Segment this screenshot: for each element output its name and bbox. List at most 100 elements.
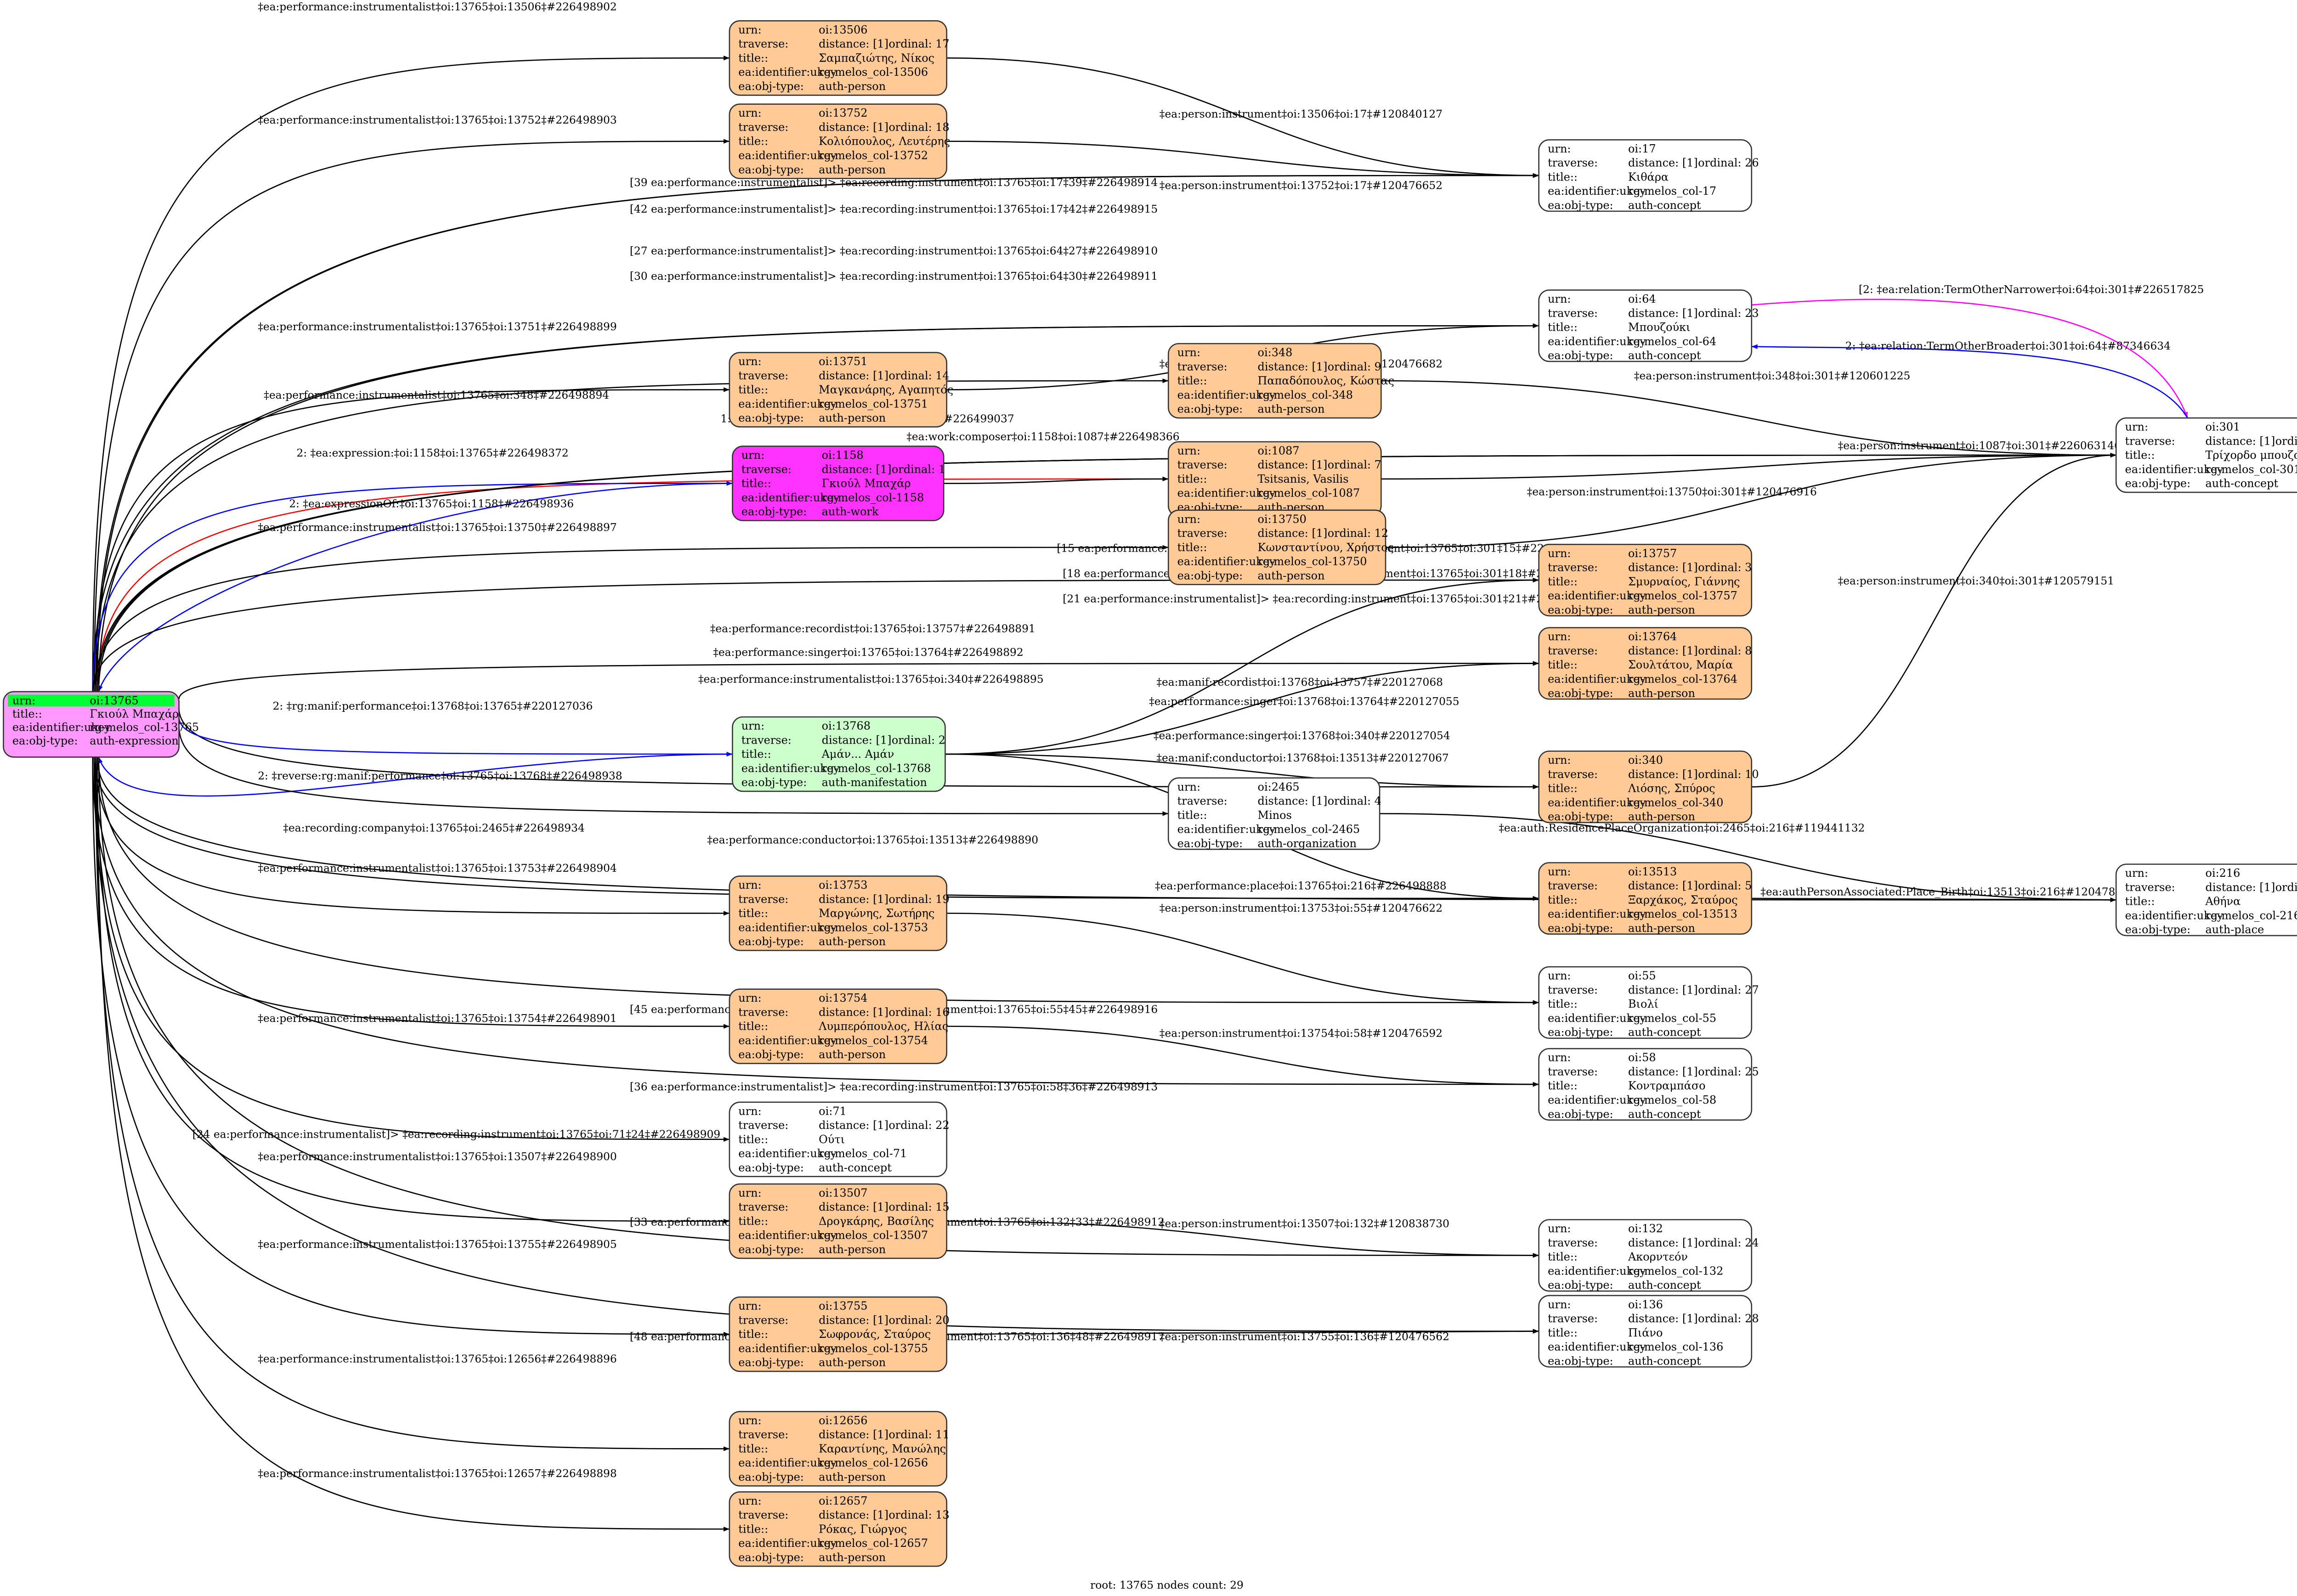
node-field-label-urn: urn: [1548,1222,1571,1235]
node-objtype: auth-person [1628,603,1695,616]
edge-label: ‡ea:performance:recordist‡oi:13765‡oi:13… [710,622,1035,635]
edge-label: ‡ea:performance:instrumentalist‡oi:13765… [258,1238,617,1251]
edge-line [93,757,1539,1334]
node-objtype: auth-concept [1628,349,1701,362]
node-ukey: rg-melos_col-348 [1258,389,1353,401]
node-title: Λυμπερόπουλος, Ηλίας [818,1020,948,1033]
node-urn: oi:132 [1628,1222,1663,1235]
node-field-label-objtype: ea:obj-type: [1548,810,1613,823]
node-field-label-objtype: ea:obj-type: [1177,569,1243,582]
node-field-label-title: title:: [2125,895,2155,908]
edge-label: [24 ea:performance:instrumentalist]> ‡ea… [192,1128,720,1141]
edge-line [178,726,1169,816]
node-title: Σουλτάτου, Μαρία [1628,659,1733,671]
node-objtype: auth-person [1258,569,1325,582]
node-title: Σαμπαζιώτης, Νίκος [819,51,934,64]
node-field-label-ukey: ea:identifier:ukey [1548,1094,1646,1106]
node-objtype: auth-person [819,1471,886,1483]
node-field-label-title: title:: [738,907,768,920]
edge-label: ‡ea:performance:instrumentalist‡oi:13765… [258,1012,617,1025]
node-urn: oi:13752 [819,107,867,119]
node-field-label-ukey: ea:identifier:ukey [2125,909,2223,922]
edge-label: ‡ea:manif:recordist‡oi:13768‡oi:13757‡#2… [1156,676,1443,688]
node-field-label-traverse: traverse: [738,1428,788,1441]
edge-label: ‡ea:person:instrument‡oi:13506‡oi:17‡#12… [1160,108,1443,120]
edge-label: ‡ea:performance:instrumentalist‡oi:13765… [258,321,617,333]
node-objtype: auth-work [822,505,879,518]
node-box [729,1296,947,1372]
edge-label: ‡ea:person:instrument‡oi:13753‡oi:55‡#12… [1160,902,1443,914]
node-field-label-traverse: traverse: [738,121,788,134]
node-objtype: auth-concept [1628,1108,1701,1121]
node-title: Κιθάρα [1628,170,1669,183]
node-field-label-urn: urn: [1177,780,1200,793]
node-ordinal: ordinal: 19 [888,893,949,906]
node-box [1538,750,1753,823]
node-field-label-urn: urn: [2125,421,2148,434]
graph-footer: root: 13765 nodes count: 29 [1090,1579,1244,1591]
node-field-label-objtype: ea:obj-type: [1548,199,1613,212]
node-objtype: auth-person [1258,403,1325,416]
node-urn: oi:58 [1628,1051,1656,1064]
node-field-label-title: title:: [2125,449,2155,462]
node-field-label-title: title:: [1548,170,1578,183]
node-field-label-ukey: ea:identifier:ukey [1548,673,1646,686]
node-box [1538,627,1753,700]
node-field-label-title: title:: [738,1442,768,1455]
node-field-label-ukey: ea:identifier:ukey [1177,555,1276,568]
node-field-label-objtype: ea:obj-type: [2125,477,2191,490]
edge-label: ‡ea:person:instrument‡oi:348‡oi:301‡#120… [1634,370,1910,382]
edge-line [98,753,733,797]
node-field-label-traverse: traverse: [1177,527,1228,540]
edge-line [946,913,1539,1005]
node-objtype: auth-person [819,935,886,948]
node-field-label-urn: urn: [1548,547,1571,560]
node-objtype: auth-person [819,1048,886,1061]
edge-label: ‡ea:performance:instrumentalist‡oi:13765… [258,1,617,13]
edge-label: ‡ea:performance:instrumentalist‡oi:13765… [258,1467,617,1480]
node-title: Σωφρονάς, Σταύρος [819,1328,931,1341]
node-field-label-urn: urn: [1548,630,1571,643]
edge-line [944,476,1169,484]
node-ordinal: ordinal: 28 [1698,1312,1759,1325]
node-ordinal: ordinal: 23 [1698,307,1759,320]
edge-label: ‡ea:performance:place‡oi:13765‡oi:216‡#2… [1155,880,1447,892]
node-title: Καραντίνης, Μανώλης [819,1442,946,1455]
node-field-label-ukey: ea:identifier:ukey [1548,908,1646,920]
node-field-label-traverse: traverse: [1548,307,1598,320]
edge-line [93,757,1539,1087]
node-urn: oi:301 [2206,421,2240,434]
node-distance: distance: [1] [1628,1236,1698,1249]
node-field-label-urn: urn: [1548,1298,1571,1311]
node-objtype: auth-concept [1628,1026,1701,1039]
